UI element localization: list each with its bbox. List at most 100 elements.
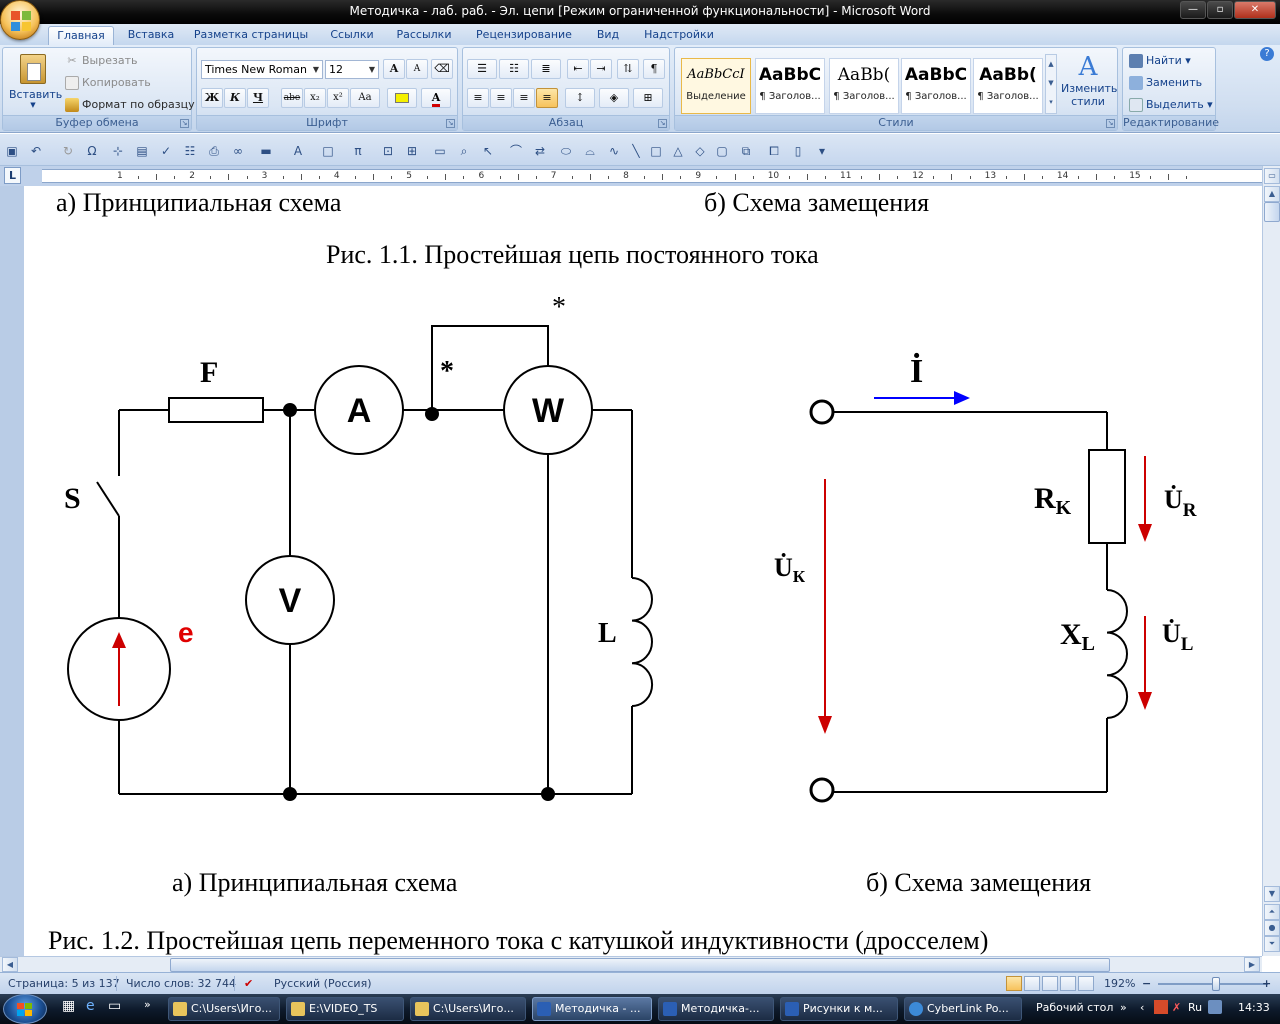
vertical-scrollbar[interactable]: ▭ ▲ ▼ ⏶ ● ⏷: [1262, 166, 1280, 956]
copy-shape-icon[interactable]: ⧠: [769, 144, 779, 158]
document-page[interactable]: а) Принципиальная схема б) Схема замещен…: [24, 186, 1262, 956]
tab-insert[interactable]: Вставка: [127, 28, 175, 41]
scroll-up-icon[interactable]: ▲: [1264, 186, 1280, 202]
shading-icon[interactable]: ◈: [599, 88, 629, 108]
rectangle-icon[interactable]: □: [650, 144, 662, 158]
style-item[interactable]: AaBb(¶ Заголов...: [973, 58, 1043, 114]
align-right-icon[interactable]: ≡: [513, 88, 535, 108]
replace-button[interactable]: Заменить: [1129, 74, 1202, 92]
prev-page-icon[interactable]: ⏶: [1264, 904, 1280, 920]
shape-icon[interactable]: ◇: [695, 144, 705, 158]
pointer-icon[interactable]: ↖: [482, 144, 494, 158]
paste-button[interactable]: Вставить ▼: [9, 52, 62, 114]
pi-icon[interactable]: π: [354, 144, 362, 158]
ie-icon[interactable]: e: [86, 998, 95, 1014]
undo-icon[interactable]: ↶: [30, 144, 42, 158]
tab-mailings[interactable]: Рассылки: [396, 28, 452, 41]
increase-indent-icon[interactable]: ⇥: [590, 59, 612, 79]
scroll-down-icon[interactable]: ▼: [1264, 886, 1280, 902]
taskbar-item-video[interactable]: E:\VIDEO_TS: [286, 997, 404, 1021]
spell-check-icon[interactable]: ✓: [160, 144, 172, 158]
clock[interactable]: 14:33: [1238, 1001, 1270, 1014]
office-button[interactable]: [0, 0, 40, 40]
outline-view-button[interactable]: [1060, 976, 1076, 991]
change-styles-button[interactable]: A Изменить стили: [1061, 52, 1118, 108]
select-browse-object-icon[interactable]: ●: [1264, 920, 1280, 936]
connector-icon[interactable]: ⇄: [534, 144, 546, 158]
zoom-level[interactable]: 192%: [1104, 977, 1136, 990]
oval-icon[interactable]: ⬭: [560, 144, 572, 158]
paragraph-launcher-icon[interactable]: ↘: [658, 119, 667, 128]
taskbar-item-cyberlink[interactable]: CyberLink Po...: [904, 997, 1022, 1021]
select-button[interactable]: Выделить ▾: [1129, 96, 1213, 114]
language-bar[interactable]: Ru: [1188, 1001, 1203, 1014]
sort-icon[interactable]: ⇅: [617, 59, 639, 79]
close-button[interactable]: ✕: [1234, 1, 1276, 19]
line-spacing-icon[interactable]: ↕: [565, 88, 595, 108]
group-icon[interactable]: ⊡: [382, 144, 394, 158]
tab-review[interactable]: Рецензирование: [476, 28, 572, 41]
align-center-icon[interactable]: ≡: [490, 88, 512, 108]
ruler-toggle-icon[interactable]: ▭: [1264, 168, 1280, 184]
page-indicator[interactable]: Страница: 5 из 137: [8, 977, 120, 990]
tray-app-icon[interactable]: [1154, 1000, 1168, 1014]
draft-view-button[interactable]: [1078, 976, 1094, 991]
arc-icon[interactable]: ⌓: [585, 144, 595, 158]
styles-launcher-icon[interactable]: ↘: [1106, 119, 1115, 128]
font-color-button[interactable]: A: [421, 88, 451, 108]
zoom-icon[interactable]: ⌕: [460, 144, 468, 158]
grow-font-button[interactable]: A: [383, 59, 405, 79]
full-screen-view-button[interactable]: [1024, 976, 1040, 991]
desktop-toolbar[interactable]: Рабочий стол: [1036, 1001, 1114, 1014]
tab-addins[interactable]: Надстройки: [644, 28, 714, 41]
scroll-left-icon[interactable]: ◀: [2, 957, 18, 972]
format-painter-button[interactable]: Формат по образцу: [65, 96, 195, 114]
copy-button[interactable]: Копировать: [65, 74, 151, 92]
zoom-slider-thumb[interactable]: [1212, 977, 1220, 991]
quicklaunch-window-icon[interactable]: ▭: [108, 998, 122, 1014]
arrange-icon[interactable]: ⧉: [741, 144, 751, 158]
zoom-out-button[interactable]: −: [1142, 977, 1152, 990]
picture-icon[interactable]: ▤: [136, 144, 148, 158]
print-icon[interactable]: ⎙: [209, 144, 219, 158]
tab-page-layout[interactable]: Разметка страницы: [193, 28, 309, 41]
bold-button[interactable]: Ж: [201, 88, 223, 108]
textbox-icon[interactable]: ▭: [434, 144, 446, 158]
page-icon[interactable]: ▯: [794, 144, 802, 158]
desktop-overflow[interactable]: »: [1120, 1001, 1127, 1014]
box-icon[interactable]: □: [322, 144, 334, 158]
styles-scroll[interactable]: ▲▼▾: [1045, 54, 1057, 114]
multilevel-list-icon[interactable]: ≣: [531, 59, 561, 79]
omega-icon[interactable]: Ω: [87, 144, 97, 158]
minimize-button[interactable]: —: [1180, 1, 1206, 19]
taskbar-item-folder-2[interactable]: C:\Users\Иго...: [410, 997, 526, 1021]
style-item[interactable]: AaBb(¶ Заголов...: [829, 58, 899, 114]
font-launcher-icon[interactable]: ↘: [446, 119, 455, 128]
shrink-font-button[interactable]: A: [406, 59, 428, 79]
show-desktop-icon[interactable]: ▦: [62, 998, 76, 1014]
horizontal-scrollbar[interactable]: ◀ ▶: [0, 956, 1262, 972]
next-page-icon[interactable]: ⏷: [1264, 936, 1280, 952]
table-icon[interactable]: ⊹: [112, 144, 124, 158]
start-button[interactable]: [3, 994, 47, 1024]
strikethrough-button[interactable]: abe: [281, 88, 303, 108]
taskbar-item-word-2[interactable]: Методичка-...: [658, 997, 774, 1021]
tab-selector[interactable]: L: [4, 167, 21, 184]
network-icon[interactable]: ✗: [1172, 1001, 1182, 1014]
superscript-button[interactable]: x²: [327, 88, 349, 108]
horizontal-scroll-thumb[interactable]: [170, 958, 1110, 972]
font-name-combo[interactable]: Times New Roman▼: [201, 60, 323, 79]
help-icon[interactable]: ?: [1260, 47, 1274, 61]
link-icon[interactable]: ∞: [233, 144, 243, 158]
volume-icon[interactable]: [1208, 1000, 1222, 1014]
align-left-icon[interactable]: ≡: [467, 88, 489, 108]
web-layout-view-button[interactable]: [1042, 976, 1058, 991]
tab-view[interactable]: Вид: [596, 28, 620, 41]
clear-format-icon[interactable]: ⌫: [431, 59, 453, 79]
maximize-button[interactable]: ▫: [1207, 1, 1233, 19]
decrease-indent-icon[interactable]: ⇤: [567, 59, 589, 79]
pilcrow-icon[interactable]: ¶: [643, 59, 665, 79]
word-count[interactable]: Число слов: 32 744: [126, 977, 236, 990]
